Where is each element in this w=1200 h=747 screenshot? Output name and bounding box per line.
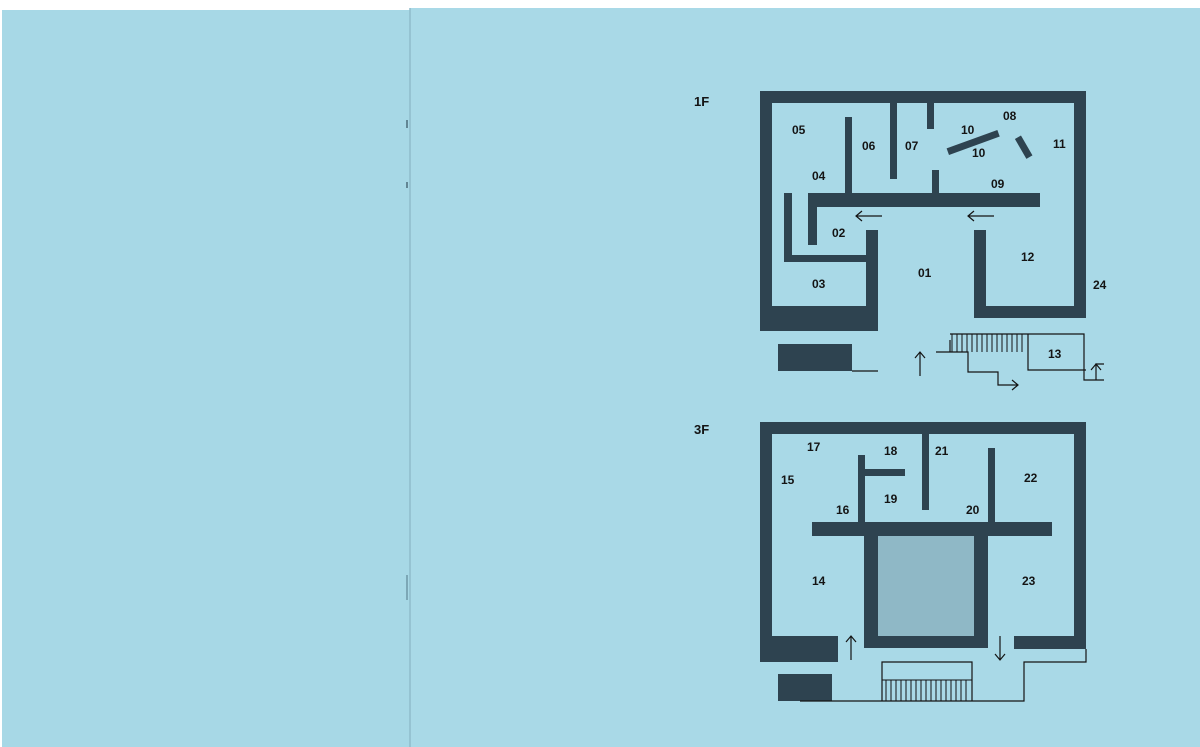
stair-steps-3f — [885, 680, 967, 701]
right-page — [410, 8, 1200, 747]
room-05: 05 — [792, 123, 806, 137]
arrow-left-1-head — [855, 210, 863, 222]
room-24: 24 — [1093, 278, 1107, 292]
room-21: 21 — [935, 444, 949, 458]
circulation-3f — [800, 635, 1087, 702]
room-18: 18 — [884, 444, 898, 458]
stair-steps-1f — [951, 334, 1023, 352]
walls-3f — [760, 422, 1086, 701]
room-22: 22 — [1024, 471, 1038, 485]
exit-path-3f — [800, 649, 1087, 702]
room-08: 08 — [1003, 109, 1017, 123]
room-07: 07 — [905, 139, 919, 153]
room-09: 09 — [991, 177, 1005, 191]
arrow-down-3f-head — [994, 653, 1006, 661]
stair-return-1f — [1027, 334, 1086, 371]
arrow-right-stair — [1011, 379, 1019, 391]
room-01: 01 — [918, 266, 932, 280]
room-labels-3f: 14 15 16 17 18 19 20 21 22 23 — [781, 440, 1038, 588]
room-12: 12 — [1021, 250, 1035, 264]
floor-label-3f: 3F — [694, 422, 709, 437]
floorplan-1f: 1F — [694, 91, 1107, 391]
circulation-1f — [852, 210, 1104, 391]
room-10-a: 10 — [961, 123, 975, 137]
room-labels-1f: 01 02 03 04 05 06 07 08 09 10 10 11 12 1… — [792, 109, 1107, 361]
room-19: 19 — [884, 492, 898, 506]
room-17: 17 — [807, 440, 821, 454]
room-02: 02 — [832, 226, 846, 240]
room-11: 11 — [1053, 137, 1066, 151]
left-page — [2, 10, 410, 747]
room-23: 23 — [1022, 574, 1036, 588]
arrow-left-2-head — [967, 210, 975, 222]
floorplan-3f: 3F — [694, 422, 1087, 702]
room-03: 03 — [812, 277, 826, 291]
floor-label-1f: 1F — [694, 94, 709, 109]
room-10-b: 10 — [972, 146, 986, 160]
room-06: 06 — [862, 139, 876, 153]
arrow-up-3f-head — [845, 635, 857, 643]
stair-down-path — [936, 351, 1018, 386]
atrium-void-3f — [878, 536, 974, 636]
room-16: 16 — [836, 503, 850, 517]
room-04: 04 — [812, 169, 826, 183]
arrow-up-entry-head — [914, 351, 926, 359]
room-20: 20 — [966, 503, 980, 517]
room-14: 14 — [812, 574, 826, 588]
room-13: 13 — [1048, 347, 1062, 361]
walls-1f — [760, 91, 1086, 371]
room-15: 15 — [781, 473, 795, 487]
stair-outline-3f — [881, 661, 973, 701]
arrow-up-exit-head — [1090, 363, 1102, 371]
